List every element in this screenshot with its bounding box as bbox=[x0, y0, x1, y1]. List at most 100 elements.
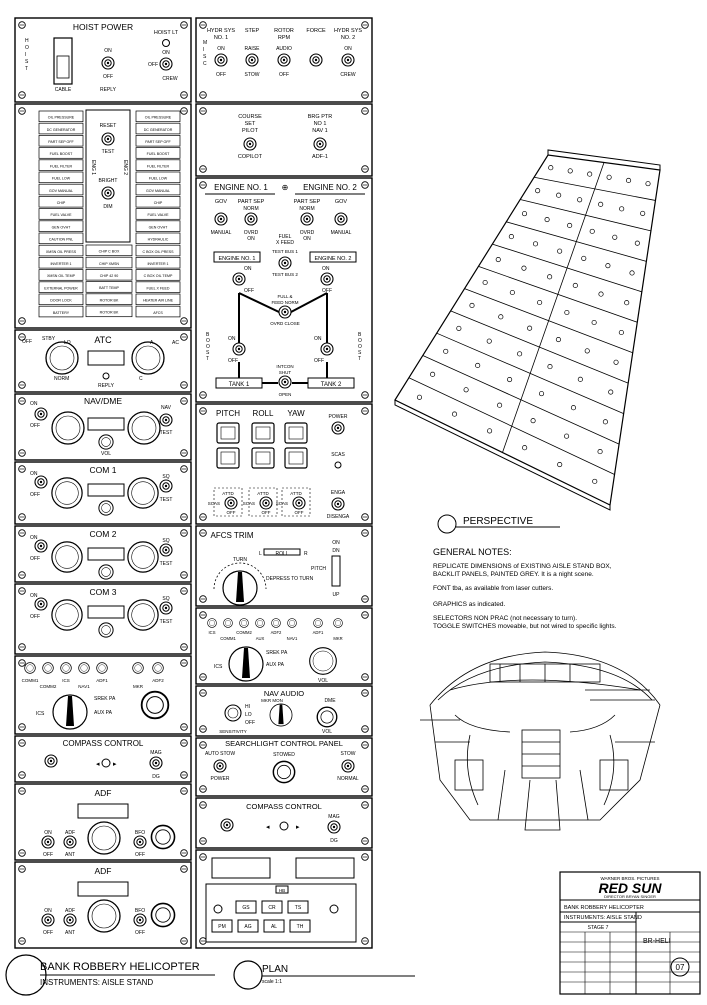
audio2-volume-knob[interactable] bbox=[223, 618, 233, 628]
audio-selector-knob[interactable] bbox=[52, 694, 88, 730]
com3-power-toggle[interactable] bbox=[34, 597, 48, 611]
adf2-tune-knob[interactable] bbox=[87, 899, 121, 933]
scas-attd-toggle[interactable] bbox=[292, 496, 306, 510]
adf1-power-toggle[interactable] bbox=[41, 835, 55, 849]
com1-squelch-toggle[interactable] bbox=[159, 479, 173, 493]
searchlight-stowed-knob[interactable] bbox=[272, 760, 296, 784]
scas-power-toggle[interactable] bbox=[331, 421, 345, 435]
keypad-key[interactable] bbox=[263, 919, 285, 933]
nav-freq-right-knob[interactable] bbox=[127, 411, 161, 445]
com1-freq-left-knob[interactable] bbox=[51, 477, 83, 509]
adf1-mode-toggle[interactable] bbox=[63, 835, 77, 849]
audio-vol-knob[interactable] bbox=[140, 690, 170, 720]
audio2-volume-knob[interactable] bbox=[287, 618, 297, 628]
misc-toggle-1[interactable] bbox=[245, 53, 259, 67]
nav-vol-knob[interactable] bbox=[98, 434, 114, 450]
fuel-xfeed-toggle[interactable] bbox=[278, 256, 292, 270]
keypad-key[interactable] bbox=[287, 900, 309, 914]
audio-volume-knob[interactable] bbox=[78, 662, 90, 674]
audio2-volume-knob[interactable] bbox=[271, 618, 281, 628]
com3-freq-right-knob[interactable] bbox=[127, 599, 159, 631]
compass2-mag-toggle[interactable] bbox=[327, 820, 341, 834]
nav-audio-sens-knob[interactable] bbox=[224, 704, 242, 722]
atc-code-knob[interactable] bbox=[131, 341, 165, 375]
com2-freq-right-knob[interactable] bbox=[127, 541, 159, 573]
compass-mode-toggle[interactable] bbox=[44, 754, 58, 768]
nav-audio-vol-knob[interactable] bbox=[316, 706, 338, 728]
com2-freq-left-knob[interactable] bbox=[51, 541, 83, 573]
scas-attd-toggle[interactable] bbox=[259, 496, 273, 510]
fuel-crossfeed-toggle[interactable] bbox=[278, 305, 292, 319]
audio2-volume-knob[interactable] bbox=[207, 618, 217, 628]
audio2-vol-knob[interactable] bbox=[309, 647, 337, 675]
keypad-key[interactable] bbox=[261, 900, 283, 914]
adf1-tune-knob[interactable] bbox=[87, 821, 121, 855]
boost-pump1-toggle[interactable] bbox=[232, 342, 246, 356]
audio-volume-knob[interactable] bbox=[96, 662, 108, 674]
eng2-fuel-toggle[interactable] bbox=[320, 272, 334, 286]
audio2-volume-knob[interactable] bbox=[239, 618, 249, 628]
audio-volume-knob[interactable] bbox=[24, 662, 36, 674]
course-set-toggle[interactable] bbox=[243, 137, 257, 151]
intcon-toggle[interactable] bbox=[278, 375, 292, 389]
com3-squelch-toggle[interactable] bbox=[159, 601, 173, 615]
adf2-vol-knob[interactable] bbox=[150, 902, 176, 928]
keypad-key[interactable] bbox=[235, 900, 257, 914]
adf1-bfo-toggle[interactable] bbox=[133, 835, 147, 849]
keypad-key[interactable] bbox=[237, 919, 259, 933]
audio2-volume-knob[interactable] bbox=[333, 618, 343, 628]
com2-power-toggle[interactable] bbox=[34, 539, 48, 553]
misc-toggle-2[interactable] bbox=[277, 53, 291, 67]
compass2-mode-toggle[interactable] bbox=[220, 818, 234, 832]
misc-toggle-0[interactable] bbox=[214, 53, 228, 67]
atc-mode-knob[interactable] bbox=[45, 341, 79, 375]
com2-squelch-toggle[interactable] bbox=[159, 543, 173, 557]
afcs-turn-knob[interactable] bbox=[222, 570, 258, 606]
audio2-volume-knob[interactable] bbox=[313, 618, 323, 628]
nav-audio-mkr-knob[interactable] bbox=[269, 703, 293, 727]
caution-dim-toggle[interactable] bbox=[101, 186, 115, 200]
compass-mag-toggle[interactable] bbox=[149, 756, 163, 770]
caution-reset-toggle[interactable] bbox=[101, 132, 115, 146]
keypad-key[interactable] bbox=[289, 919, 311, 933]
audio2-volume-knob[interactable] bbox=[255, 618, 265, 628]
pitch-trim-slot[interactable] bbox=[331, 555, 341, 587]
misc-toggle-3[interactable] bbox=[309, 53, 323, 67]
com3-vol-knob[interactable] bbox=[98, 622, 114, 638]
audio-volume-knob[interactable] bbox=[60, 662, 72, 674]
scas-enga-toggle[interactable] bbox=[331, 497, 345, 511]
scas-attd-toggle[interactable] bbox=[224, 496, 238, 510]
bearing-pointer-toggle[interactable] bbox=[313, 137, 327, 151]
compass-sync-knob[interactable] bbox=[101, 758, 111, 768]
audio-volume-knob[interactable] bbox=[132, 662, 144, 674]
com1-vol-knob[interactable] bbox=[98, 500, 114, 516]
boost-pump2-toggle[interactable] bbox=[320, 342, 334, 356]
eng2-partsep-toggle[interactable] bbox=[300, 212, 314, 226]
eng1-partsep-toggle[interactable] bbox=[244, 212, 258, 226]
compass2-sync-knob[interactable] bbox=[279, 821, 289, 831]
searchlight-power-toggle[interactable] bbox=[213, 759, 227, 773]
keypad-key[interactable] bbox=[211, 919, 233, 933]
audio-volume-knob[interactable] bbox=[42, 662, 54, 674]
adf2-power-toggle[interactable] bbox=[41, 913, 55, 927]
nav-freq-left-knob[interactable] bbox=[51, 411, 85, 445]
eng2-gov-toggle[interactable] bbox=[334, 212, 348, 226]
audio2-selector-knob[interactable] bbox=[228, 646, 264, 682]
com3-freq-left-knob[interactable] bbox=[51, 599, 83, 631]
com2-vol-knob[interactable] bbox=[98, 564, 114, 580]
com1-freq-right-knob[interactable] bbox=[127, 477, 159, 509]
hoist-toggle[interactable] bbox=[101, 56, 115, 70]
nav-test-toggle[interactable] bbox=[159, 413, 173, 427]
misc-toggle-4[interactable] bbox=[341, 53, 355, 67]
hoist-crew-toggle[interactable] bbox=[159, 57, 173, 71]
nav-power-toggle[interactable] bbox=[34, 407, 48, 421]
adf1-vol-knob[interactable] bbox=[150, 824, 176, 850]
audio-volume-knob[interactable] bbox=[152, 662, 164, 674]
adf2-bfo-toggle[interactable] bbox=[133, 913, 147, 927]
searchlight-mode-toggle[interactable] bbox=[341, 759, 355, 773]
hoist-cable-control[interactable] bbox=[53, 37, 73, 85]
eng1-gov-toggle[interactable] bbox=[214, 212, 228, 226]
com1-power-toggle[interactable] bbox=[34, 475, 48, 489]
eng1-fuel-toggle[interactable] bbox=[232, 272, 246, 286]
adf2-mode-toggle[interactable] bbox=[63, 913, 77, 927]
